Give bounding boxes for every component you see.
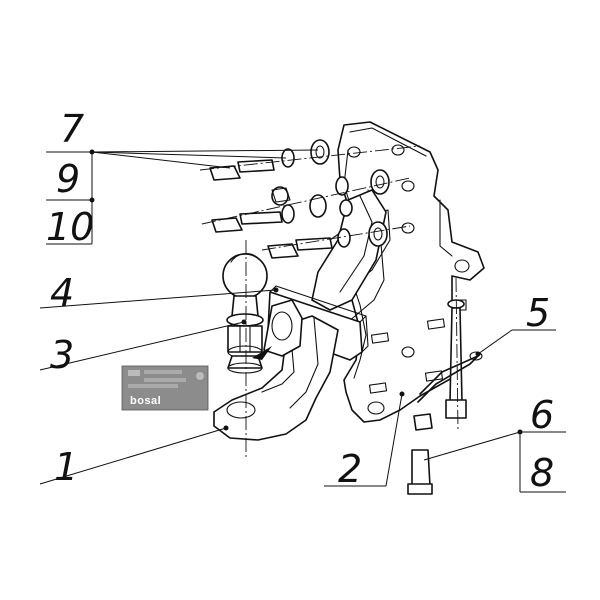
leader-lines	[39, 149, 566, 493]
leader-dots	[89, 149, 523, 435]
callout-2: 2	[338, 447, 362, 491]
callout-1: 1	[54, 445, 78, 489]
support-strut	[311, 189, 387, 311]
callout-4: 4	[50, 271, 74, 315]
callout-10: 10	[46, 205, 94, 249]
callout-5: 5	[526, 291, 550, 335]
callout-6: 6	[530, 393, 554, 437]
electric-socket-plate	[263, 299, 303, 357]
product-label-plate: bosal	[121, 365, 209, 411]
bolt-set-6	[407, 299, 467, 495]
callout-7: 7	[60, 107, 84, 151]
callout-9: 9	[56, 157, 80, 201]
callout-8: 8	[530, 451, 554, 495]
callout-labels: 7 9 10 4 3 1 2 5 6 8	[46, 107, 554, 495]
tow-ball-assembly	[222, 253, 268, 374]
callout-3: 3	[50, 333, 74, 377]
locking-pin-5	[417, 351, 483, 403]
center-lines	[199, 145, 459, 458]
label-brand: bosal	[130, 395, 161, 407]
